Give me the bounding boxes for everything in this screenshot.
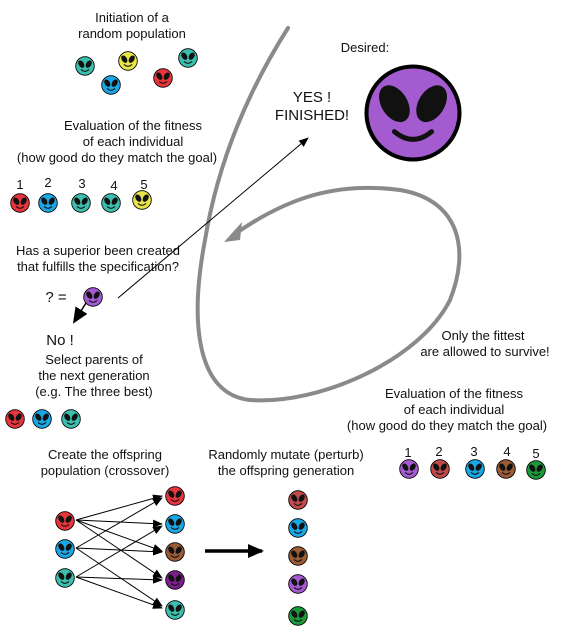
rank2-face-3-alien-face-icon — [465, 459, 485, 479]
rank1-4: 4 — [110, 178, 118, 193]
rank2-4: 4 — [503, 444, 511, 459]
init-face-1-alien-face-icon — [75, 56, 95, 76]
rank1-face-4-alien-face-icon — [101, 193, 121, 213]
rank1-1: 1 — [16, 177, 24, 192]
parent-face-3-alien-face-icon — [61, 409, 81, 429]
mutated-3-alien-face-icon — [288, 546, 308, 566]
offspring-5-alien-face-icon — [165, 600, 185, 620]
rank2-3: 3 — [470, 444, 478, 459]
desired-label: Desired: — [340, 40, 390, 55]
crossover-line2: population (crossover) — [40, 463, 170, 478]
rank1-face-5-alien-face-icon — [132, 190, 152, 210]
evolution-loop-arrowhead — [224, 222, 242, 242]
eval2-line2: of each individual — [403, 402, 505, 417]
crossover-parent-3-alien-face-icon — [55, 568, 75, 588]
desired-alien-face-icon — [364, 64, 462, 162]
rank1-2: 2 — [44, 175, 52, 190]
evolution-loop-line — [195, 26, 462, 403]
rank2-face-1-alien-face-icon — [399, 459, 419, 479]
parent-face-1-alien-face-icon — [5, 409, 25, 429]
mutated-2-alien-face-icon — [288, 518, 308, 538]
finished-label: FINISHED! — [274, 107, 350, 124]
rank1-face-1-alien-face-icon — [10, 193, 30, 213]
mutated-4-alien-face-icon — [288, 574, 308, 594]
question-equals: ? = — [45, 289, 67, 306]
rank2-face-5-alien-face-icon — [526, 460, 546, 480]
rank1-face-3-alien-face-icon — [71, 193, 91, 213]
select-line3: (e.g. The three best) — [35, 384, 153, 399]
rank2-2: 2 — [435, 444, 443, 459]
crossover-arrows — [75, 494, 163, 609]
mutated-1-alien-face-icon — [288, 490, 308, 510]
eval2-line3: (how good do they match the goal) — [346, 418, 548, 433]
crossover-parent-1-alien-face-icon — [55, 511, 75, 531]
init-label-line2: random population — [78, 26, 186, 41]
eval1-line3: (how good do they match the goal) — [16, 150, 218, 165]
eval2-line1: Evaluation of the fitness — [384, 386, 524, 401]
init-face-3-alien-face-icon — [178, 48, 198, 68]
mutate-line2: the offspring generation — [217, 463, 355, 478]
rank2-face-4-alien-face-icon — [496, 459, 516, 479]
offspring-4-alien-face-icon — [165, 570, 185, 590]
crossover-parent-2-alien-face-icon — [55, 539, 75, 559]
rank2-face-2-alien-face-icon — [430, 459, 450, 479]
parent-face-2-alien-face-icon — [32, 409, 52, 429]
offspring-2-alien-face-icon — [165, 514, 185, 534]
fittest-line1: Only the fittest — [441, 328, 525, 343]
superior-line1: Has a superior been created — [15, 243, 181, 258]
rank1-5: 5 — [140, 177, 148, 192]
select-line1: Select parents of — [45, 352, 143, 367]
mutate-line1: Randomly mutate (perturb) — [208, 447, 364, 462]
init-face-5-alien-face-icon — [153, 68, 173, 88]
offspring-1-alien-face-icon — [165, 486, 185, 506]
fittest-line2: are allowed to survive! — [420, 344, 550, 359]
rank2-1: 1 — [404, 445, 412, 460]
no-arrow — [72, 302, 88, 324]
rank1-3: 3 — [78, 176, 86, 191]
candidate-face-alien-face-icon — [83, 287, 103, 307]
no-label: No ! — [46, 332, 74, 349]
mutated-5-alien-face-icon — [288, 606, 308, 626]
offspring-3-alien-face-icon — [165, 542, 185, 562]
yes-label: YES ! — [292, 89, 332, 106]
eval1-line2: of each individual — [82, 134, 184, 149]
init-face-4-alien-face-icon — [101, 75, 121, 95]
superior-line2: that fulfills the specification? — [17, 259, 179, 274]
init-face-2-alien-face-icon — [118, 51, 138, 71]
rank1-face-2-alien-face-icon — [38, 193, 58, 213]
success-arrow — [117, 137, 309, 299]
rank2-5: 5 — [532, 446, 540, 461]
crossover-line1: Create the offspring — [48, 447, 162, 462]
eval1-line1: Evaluation of the fitness — [63, 118, 203, 133]
select-line2: the next generation — [38, 368, 150, 383]
init-label-line1: Initiation of a — [95, 10, 169, 25]
